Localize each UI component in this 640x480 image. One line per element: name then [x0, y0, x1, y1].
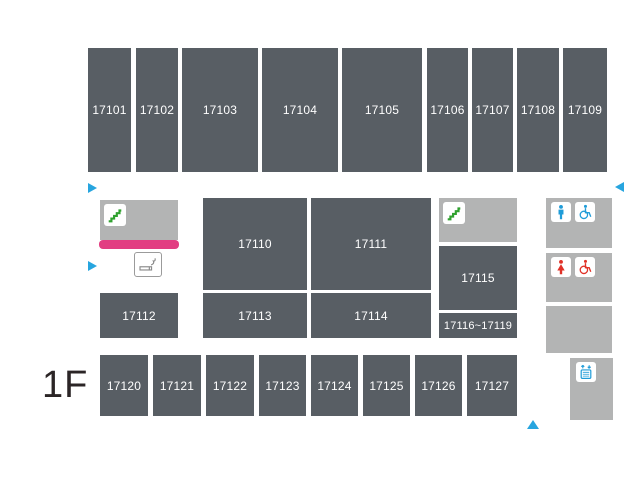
shop-block[interactable]: 17127	[467, 355, 517, 416]
arrow-left-icon	[615, 182, 624, 192]
shop-block[interactable]: 17107	[472, 48, 513, 172]
shop-block[interactable]: 17101	[88, 48, 131, 172]
shop-block[interactable]: 17109	[563, 48, 607, 172]
shop-block[interactable]: 17121	[153, 355, 201, 416]
shop-block-range[interactable]: 17116~17119	[439, 313, 517, 338]
shop-block[interactable]: 17111	[311, 198, 431, 290]
male-icon	[551, 202, 571, 222]
shop-block[interactable]: 17102	[136, 48, 178, 172]
shop-block[interactable]: 17112	[100, 293, 178, 338]
smoking-icon	[134, 252, 162, 277]
shop-block[interactable]: 17110	[203, 198, 307, 290]
shop-block[interactable]: 17125	[363, 355, 410, 416]
pink-highlight-bar	[99, 240, 179, 249]
facility-area	[546, 306, 612, 353]
wheelchair-icon	[575, 202, 595, 222]
shop-block[interactable]: 17106	[427, 48, 468, 172]
arrow-right-icon	[88, 183, 97, 193]
stairs-icon	[104, 204, 126, 226]
shop-block[interactable]: 17103	[182, 48, 258, 172]
shop-block[interactable]: 17126	[415, 355, 462, 416]
shop-block[interactable]: 17115	[439, 246, 517, 310]
shop-block[interactable]: 17122	[206, 355, 254, 416]
wheelchair-icon	[575, 257, 595, 277]
shop-block[interactable]: 17105	[342, 48, 422, 172]
shop-block[interactable]: 17113	[203, 293, 307, 338]
elevator-icon	[576, 362, 596, 382]
shop-block[interactable]: 17124	[311, 355, 358, 416]
shop-block[interactable]: 17108	[517, 48, 559, 172]
shop-block[interactable]: 17123	[259, 355, 306, 416]
arrow-up-icon	[527, 420, 539, 429]
shop-block[interactable]: 17120	[100, 355, 148, 416]
floor-label: 1F	[42, 364, 89, 406]
shop-block[interactable]: 17104	[262, 48, 338, 172]
female-icon	[551, 257, 571, 277]
stairs-icon	[443, 202, 465, 224]
shop-block[interactable]: 17114	[311, 293, 431, 338]
arrow-right-icon	[88, 261, 97, 271]
